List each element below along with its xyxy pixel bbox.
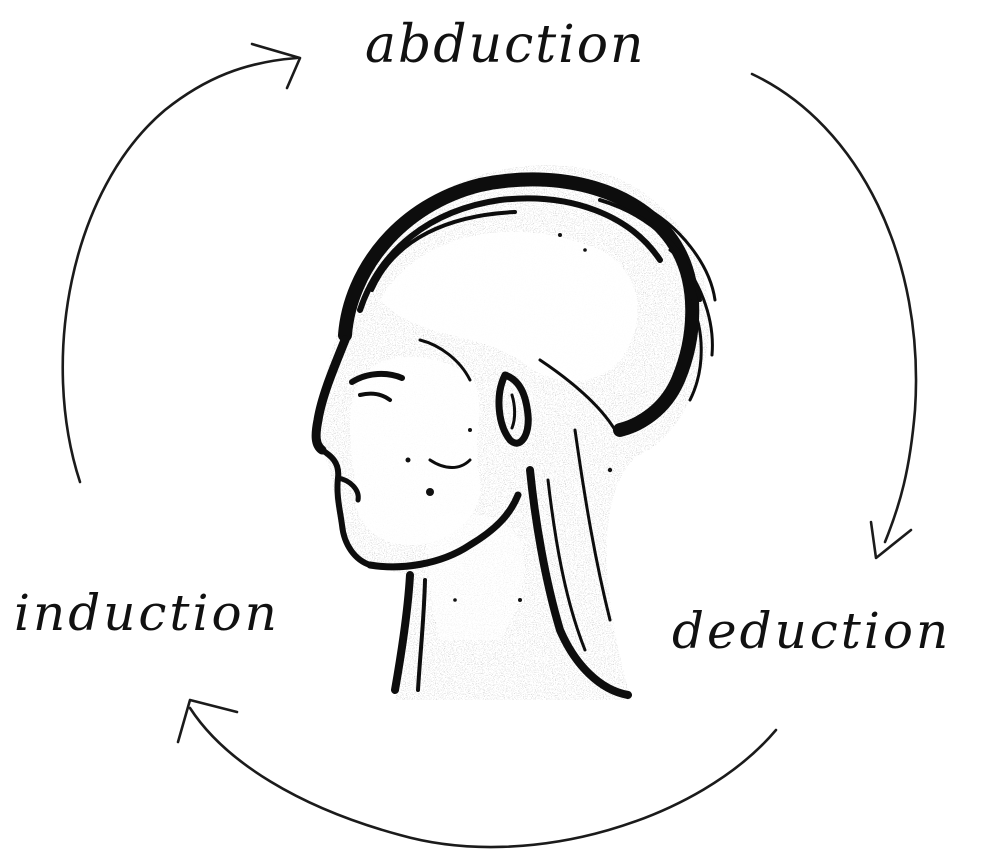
arrowhead-abduction-icon — [252, 44, 300, 88]
label-deduction: deduction — [672, 602, 951, 660]
arrowhead-induction-icon — [178, 700, 237, 742]
label-abduction: abduction — [365, 15, 646, 75]
arrow-abduction-to-deduction — [752, 74, 916, 542]
label-induction: induction — [14, 584, 280, 642]
arrow-deduction-to-induction — [190, 708, 776, 847]
head-sketch-icon — [300, 140, 730, 710]
arrow-induction-to-abduction — [63, 58, 297, 482]
